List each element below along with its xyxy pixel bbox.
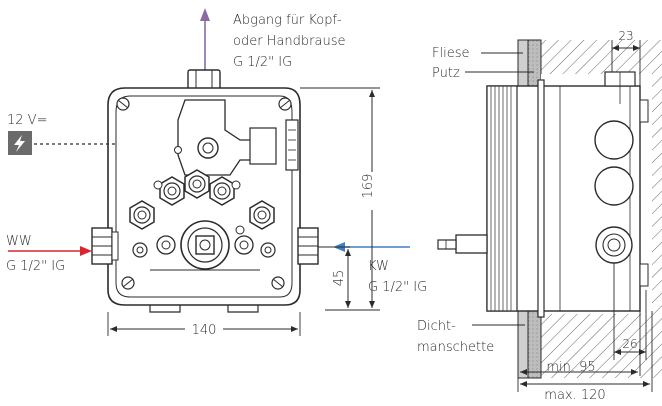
dimension-side-offset xyxy=(613,263,647,360)
outlet-label-line3: G 1/2" IG xyxy=(233,55,292,70)
outlet-label-line1: Abgang für Kopf- xyxy=(233,13,342,28)
valve-hex-1 xyxy=(184,169,210,199)
dimension-inlet-height xyxy=(318,246,351,308)
outlet-label-line2: oder Handbrause xyxy=(233,34,346,49)
power-label: 12 V= xyxy=(7,113,47,128)
dimension-width-label: 140 xyxy=(192,323,217,338)
dimension-min-depth-label: min. 95 xyxy=(546,360,595,375)
dimension-height-label: 169 xyxy=(361,174,376,199)
side-section-view: Fliese Putz 23 26 Dicht- manschette min.… xyxy=(417,29,662,403)
kw-thread-label: G 1/2" IG xyxy=(368,280,427,295)
kw-label: KW xyxy=(368,259,389,274)
housing-side xyxy=(486,71,649,318)
valve-hex-2 xyxy=(159,176,185,206)
outlet-arrow-head xyxy=(200,8,210,21)
central-cartridge xyxy=(180,220,230,270)
hot-water-arrow-head xyxy=(80,246,92,256)
valve-internals xyxy=(129,99,277,271)
mounting-ear-tr xyxy=(278,97,292,111)
valve-hex-5 xyxy=(249,200,275,230)
dimension-top-depth-label: 23 xyxy=(618,29,633,43)
tile-label: Fliese xyxy=(432,46,469,61)
spindle xyxy=(437,234,488,254)
dimension-top-depth xyxy=(611,40,641,86)
front-view: Abgang für Kopf- oder Handbrause G 1/2" … xyxy=(6,8,427,338)
dimension-side-offset-label: 26 xyxy=(622,337,637,351)
dimension-max-depth-label: max. 120 xyxy=(544,388,605,401)
dimension-max-depth xyxy=(520,311,653,392)
plaster-label: Putz xyxy=(432,66,460,81)
lightning-icon xyxy=(8,131,32,155)
valve-hex-3 xyxy=(209,176,235,206)
inlet-right xyxy=(297,227,319,265)
mounting-ear-br xyxy=(271,276,285,290)
mounting-ear-bl xyxy=(121,276,135,290)
dimension-min-depth xyxy=(517,311,641,392)
mounting-ear-tl xyxy=(116,97,130,111)
sleeve-label-line1: Dicht- xyxy=(417,319,456,334)
ww-thread-label: G 1/2" IG xyxy=(6,259,65,274)
inlet-left xyxy=(91,227,119,265)
dimension-inlet-height-label: 45 xyxy=(332,270,347,287)
ww-label: WW xyxy=(6,234,32,249)
dimension-width xyxy=(107,312,301,336)
valve-hex-4 xyxy=(129,200,155,230)
dimension-height xyxy=(300,87,380,311)
sleeve-label-line2: manschette xyxy=(417,340,494,355)
